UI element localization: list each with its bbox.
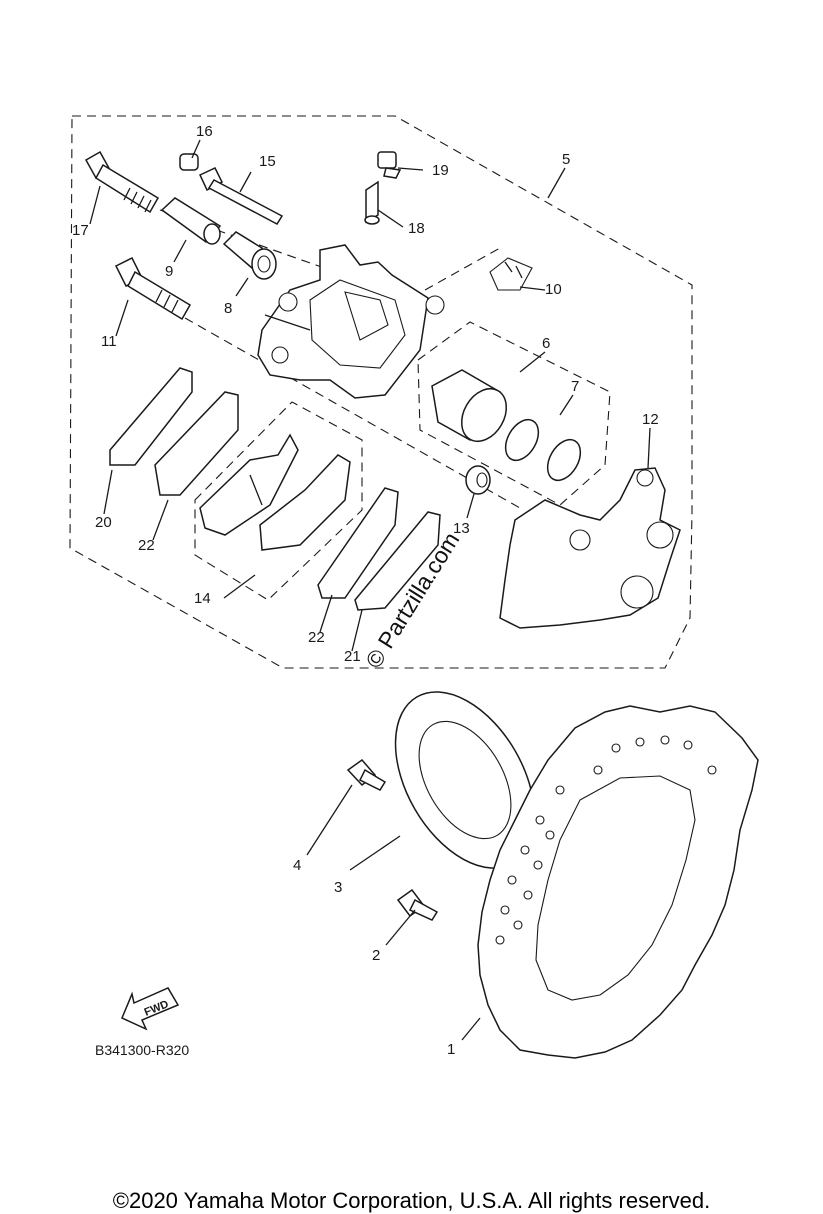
collar-16 [179,153,199,171]
caliper-assembly-boundary [69,115,693,669]
callout-2: 2 [372,947,380,964]
callout-17: 17 [72,222,89,239]
callout-15: 15 [259,153,276,170]
diagram-code: B341300-R320 [95,1042,189,1058]
callout-20: 20 [95,514,112,531]
shim-22-right [317,487,399,599]
bracket-12 [499,467,681,629]
fwd-arrow-icon: FWD [121,987,180,1031]
caliper-body [257,244,445,399]
leader-lines [89,139,651,1041]
callout-19: 19 [432,162,449,179]
callout-3: 3 [334,879,342,896]
callout-10: 10 [545,281,562,298]
sleeve-9 [160,197,222,245]
callout-16: 16 [196,123,213,140]
axis-line [424,247,501,291]
bolt-17 [84,150,160,214]
piston [431,369,508,442]
callout-11: 11 [101,333,117,350]
callout-1: 1 [447,1041,455,1058]
callout-14: 14 [194,590,211,607]
bolt-4 [346,758,387,791]
pad-kit-boundary [194,401,363,601]
bolt-2 [396,888,439,921]
seal-7a [504,418,540,462]
shim-22-left [154,391,239,496]
bolt-11 [114,256,192,321]
shim-21 [354,511,441,611]
callout-18: 18 [408,220,425,237]
callout-5: 5 [562,151,570,168]
pad-14a [199,433,299,536]
callout-22-right: 22 [308,629,325,646]
callout-7: 7 [571,378,579,395]
sensor-rotor-3 [394,691,536,869]
callout-13: 13 [453,520,470,537]
callout-9: 9 [165,263,173,280]
pin-15 [199,167,284,225]
cap-19 [377,151,402,179]
callout-4: 4 [293,857,301,874]
shim-20 [109,367,193,466]
callout-6: 6 [542,335,550,352]
brake-disc-1 [477,705,759,1059]
callout-12: 12 [642,411,659,428]
copyright-footer: ©2020 Yamaha Motor Corporation, U.S.A. A… [112,1188,711,1213]
callout-22-left: 22 [138,537,155,554]
clip-10 [489,257,533,291]
pad-14b [259,454,351,551]
callout-labels: 1 2 3 4 5 6 7 8 9 10 11 12 13 14 15 16 1… [72,123,659,1058]
boot-8 [222,231,277,280]
callout-21: 21 [344,648,361,665]
axis-line [184,317,521,509]
boot-13 [465,465,491,495]
seal-7b [546,438,582,482]
callout-8: 8 [224,300,232,317]
bleeder-18 [364,180,380,225]
seal-kit-boundary [417,321,611,506]
